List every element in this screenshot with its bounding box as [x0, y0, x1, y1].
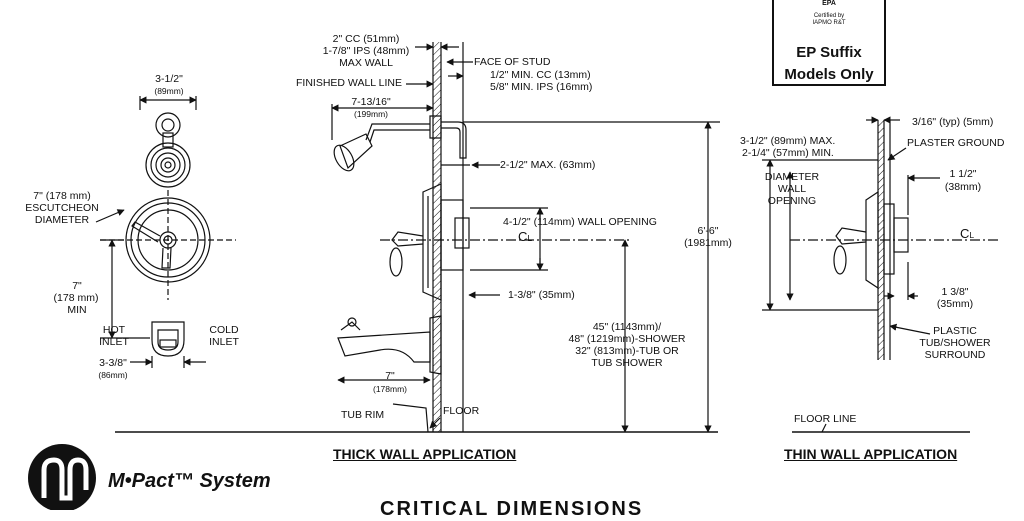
- hot-inlet-line2: INLET: [99, 336, 129, 348]
- thick-wall-title: THICK WALL APPLICATION: [333, 446, 517, 462]
- epa-cert-line2: IAPMO R&T: [812, 20, 846, 26]
- thick-wall-drawing: [115, 42, 720, 433]
- finished-wall-line-label: FINISHED WALL LINE: [296, 77, 402, 89]
- spout-reach-label: 7": [385, 370, 395, 382]
- epa-suffix-box: Certified by IAPMO R&T EPA EP Suffix Mod…: [772, 0, 886, 86]
- surround-line3: SURROUND: [924, 349, 986, 361]
- cc-line1: 2" CC (51mm): [332, 33, 400, 45]
- escutcheon-diameter-line2: ESCUTCHEON: [25, 202, 99, 214]
- spout-width-mm-label: (86mm): [98, 370, 128, 380]
- showerhead-width-label: 3-1/2": [155, 73, 183, 85]
- arm-length-mm-label: (199mm): [353, 109, 388, 119]
- floor-label: FLOOR: [443, 405, 480, 417]
- escutcheon-diameter-line1: 7" (178 mm): [33, 190, 91, 202]
- height-line4: TUB SHOWER: [591, 357, 663, 369]
- epa-cert-line1: Certified by: [813, 13, 845, 19]
- spout-width-label: 3-3/8": [99, 357, 127, 369]
- surround-line1: PLASTIC: [933, 325, 977, 337]
- tub-rim-label: TUB RIM: [341, 409, 385, 421]
- thin-diameter-line1: DIAMETER: [764, 171, 820, 183]
- plaster-ground-label: PLASTER GROUND: [907, 137, 1005, 149]
- thin-diameter-line2: WALL: [777, 183, 807, 195]
- brand-name: M•Pact™ System: [108, 470, 271, 492]
- height-line1: 45" (1143mm)/: [592, 321, 662, 333]
- min-cc-line1: 1/2" MIN. CC (13mm): [490, 69, 591, 81]
- thin-wall-title: THIN WALL APPLICATION: [784, 446, 958, 462]
- thin-diameter-line3: OPENING: [767, 195, 817, 207]
- thin-wall-drawing: [762, 116, 1000, 433]
- thin-dim-1-3-8: 1 3/8": [941, 286, 969, 298]
- cold-inlet-line1: COLD: [209, 324, 239, 336]
- min-cc-line2: 5/8" MIN. IPS (16mm): [490, 81, 593, 93]
- spout-reach-mm-label: (178mm): [372, 384, 407, 394]
- arm-length-label: 7-13/16": [351, 96, 391, 108]
- thick-centerline-label: CL: [518, 229, 533, 244]
- thin-dim-1-1-2: 1 1/2": [949, 168, 977, 180]
- thin-max-line1: 3-1/2" (89mm) MAX.: [740, 135, 836, 147]
- hot-inlet-line1: HOT: [102, 324, 126, 336]
- wall-opening-label: 4-1/2" (114mm) WALL OPENING: [503, 216, 657, 228]
- min-height-line3: MIN: [67, 304, 87, 316]
- plumbing-diagram: [28, 0, 1000, 510]
- cold-inlet-line2: INLET: [209, 336, 239, 348]
- surround-line2: TUB/SHOWER: [919, 337, 991, 349]
- cc-line2: 1-7/8" IPS (48mm): [322, 45, 410, 57]
- ep-suffix-line2: Models Only: [784, 66, 874, 83]
- ep-suffix-line1: EP Suffix: [796, 44, 862, 61]
- overall-height-mm-label: (1981mm): [684, 237, 732, 249]
- min-height-line1: 7": [72, 280, 82, 292]
- height-line2: 48" (1219mm)-SHOWER: [568, 333, 686, 345]
- escutcheon-diameter-line3: DIAMETER: [34, 214, 90, 226]
- front-view-drawing: [95, 96, 236, 368]
- overall-height-label: 6'-6": [697, 225, 719, 237]
- thin-centerline-label: CL: [960, 226, 975, 241]
- showerhead-width-mm-label: (89mm): [154, 86, 184, 96]
- thin-dim-1-1-2-mm: (38mm): [944, 181, 982, 193]
- face-of-stud-label: FACE OF STUD: [474, 56, 551, 68]
- floor-line-label: FLOOR LINE: [794, 413, 857, 425]
- epa-seal-text: EPA: [822, 0, 836, 7]
- stem-depth-label: 1-3/8" (35mm): [508, 289, 575, 301]
- min-height-line2: (178 mm): [53, 292, 99, 304]
- cc-line3: MAX WALL: [339, 57, 393, 69]
- thin-dim-1-3-8-mm: (35mm): [936, 298, 974, 310]
- max-depth-label: 2-1/2" MAX. (63mm): [500, 159, 596, 171]
- m-pact-logo: [28, 444, 96, 510]
- thin-max-line2: 2-1/4" (57mm) MIN.: [742, 147, 834, 159]
- height-line3: 32" (813mm)-TUB OR: [575, 345, 679, 357]
- thin-typ-dim-label: 3/16" (typ) (5mm): [912, 116, 994, 128]
